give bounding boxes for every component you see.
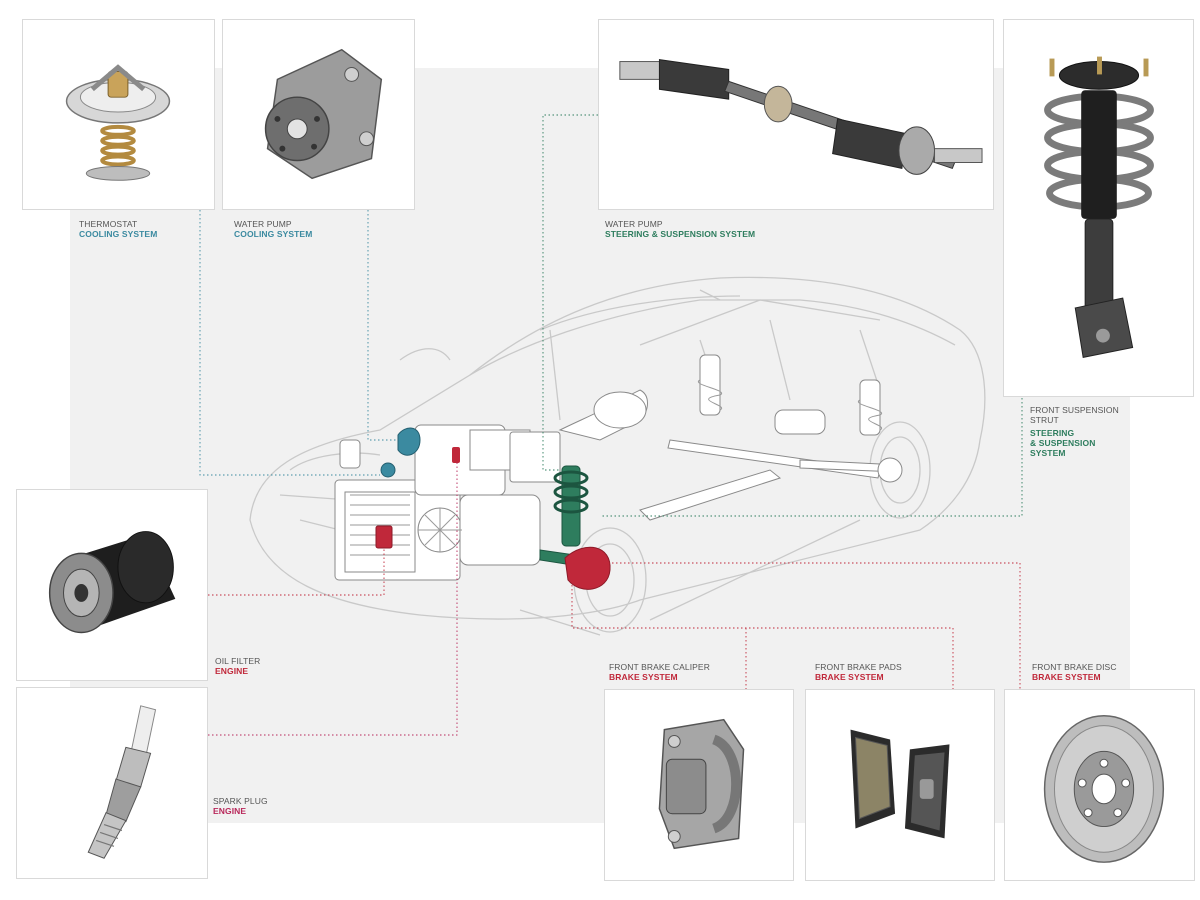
system-name: COOLING SYSTEM <box>234 229 313 239</box>
system-name-line2: & SUSPENSION <box>1030 438 1096 448</box>
part-name-line1: FRONT SUSPENSION <box>1030 405 1119 415</box>
drive-shaft-label: WATER PUMP STEERING & SUSPENSION SYSTEM <box>605 219 755 239</box>
system-name-line3: SYSTEM <box>1030 448 1066 458</box>
part-name-line2: STRUT <box>1030 415 1059 425</box>
oil-filter-card[interactable] <box>16 489 208 681</box>
water-pump-card[interactable] <box>222 19 415 210</box>
water-pump-icon <box>264 48 383 180</box>
oil-filter-label: OIL FILTER ENGINE <box>215 656 260 676</box>
oil-filter-icon <box>48 531 176 634</box>
system-name: STEERING & SUSPENSION SYSTEM <box>605 229 756 239</box>
suspension-strut-label: FRONT SUSPENSION STRUT STEERING & SUSPEN… <box>1030 405 1119 458</box>
brake-disc-label: FRONT BRAKE DISC BRAKE SYSTEM <box>1032 662 1117 682</box>
part-name: OIL FILTER <box>215 656 261 666</box>
part-name: FRONT BRAKE CALIPER <box>609 662 710 672</box>
thermostat-card[interactable] <box>22 19 215 210</box>
suspension-strut-card[interactable] <box>1003 19 1194 397</box>
system-name: COOLING SYSTEM <box>79 229 158 239</box>
brake-pads-card[interactable] <box>805 689 995 881</box>
brake-caliper-icon <box>658 718 745 850</box>
drive-shaft-icon <box>619 59 983 175</box>
drive-shaft-card[interactable] <box>598 19 994 210</box>
brake-disc-icon <box>1043 714 1165 863</box>
part-name: FRONT BRAKE DISC <box>1032 662 1117 672</box>
system-name: ENGINE <box>213 806 247 816</box>
part-name: WATER PUMP <box>605 219 663 229</box>
brake-caliper-label: FRONT BRAKE CALIPER BRAKE SYSTEM <box>609 662 710 682</box>
part-name: WATER PUMP <box>234 219 292 229</box>
thermostat-label: THERMOSTAT COOLING SYSTEM <box>79 219 157 239</box>
brake-disc-card[interactable] <box>1004 689 1195 881</box>
part-name: FRONT BRAKE PADS <box>815 662 902 672</box>
spark-plug-card[interactable] <box>16 687 208 879</box>
system-name: BRAKE SYSTEM <box>1032 672 1101 682</box>
thermostat-icon <box>65 64 171 181</box>
system-name: BRAKE SYSTEM <box>609 672 678 682</box>
water-pump-label: WATER PUMP COOLING SYSTEM <box>234 219 312 239</box>
part-name: SPARK PLUG <box>213 796 268 806</box>
system-name-line1: STEERING <box>1030 428 1075 438</box>
brake-pads-label: FRONT BRAKE PADS BRAKE SYSTEM <box>815 662 902 682</box>
spark-plug-icon <box>87 705 157 859</box>
suspension-strut-icon <box>1044 56 1154 359</box>
system-name: ENGINE <box>215 666 249 676</box>
system-name: BRAKE SYSTEM <box>815 672 884 682</box>
brake-pads-icon <box>850 729 950 839</box>
brake-caliper-card[interactable] <box>604 689 794 881</box>
spark-plug-label: SPARK PLUG ENGINE <box>213 796 268 816</box>
part-name: THERMOSTAT <box>79 219 138 229</box>
